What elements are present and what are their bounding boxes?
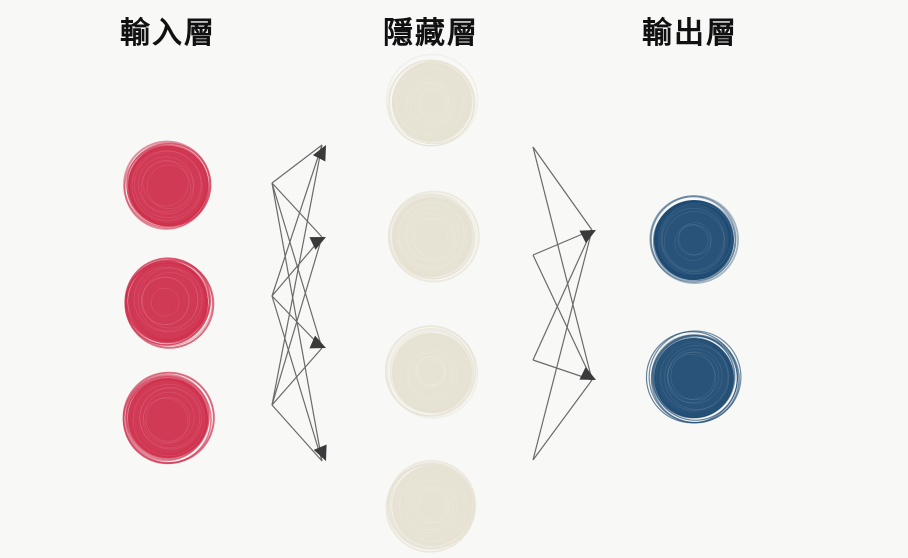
hidden-output-link-1-2	[532, 146, 593, 381]
input-node-2	[124, 257, 215, 349]
input-hidden-link-2-2	[271, 236, 323, 297]
hidden-output-arrowhead-1	[579, 230, 596, 244]
input-hidden-arrowhead-3	[309, 335, 326, 349]
hidden-output-link-2-2	[532, 254, 593, 381]
input-hidden-link-3-2	[271, 236, 323, 406]
hidden-output-link-1-1	[532, 146, 593, 231]
output-layer-title: 輸出層	[642, 16, 738, 51]
input-hidden-arrowhead-2	[309, 237, 326, 250]
input-hidden-link-2-1	[271, 144, 323, 297]
input-hidden-link-1-1	[271, 144, 323, 184]
input-hidden-link-2-4	[271, 295, 323, 462]
input-hidden-arrowhead-1	[312, 145, 326, 162]
hidden-output-link-4-1	[532, 229, 593, 461]
input-node-1	[123, 140, 212, 230]
hidden-output-link-4-2	[532, 379, 593, 461]
input-hidden-arrowhead-4	[313, 444, 327, 461]
output-node-2	[645, 330, 742, 424]
input-hidden-link-3-1	[271, 144, 323, 406]
hidden-output-link-3-1	[532, 229, 593, 361]
input-hidden-link-3-4	[271, 404, 323, 462]
input-node-3	[122, 371, 215, 465]
input-hidden-link-1-3	[271, 182, 323, 349]
hidden-node-4	[385, 459, 477, 553]
hidden-node-3	[384, 325, 479, 419]
input-layer-title: 輸入層	[120, 16, 216, 51]
neuron-nodes	[122, 53, 742, 553]
hidden-node-1	[385, 53, 479, 147]
hidden-layer-title: 隱藏層	[383, 16, 479, 51]
output-node-1	[649, 195, 739, 284]
hidden-output-arrowhead-2	[579, 367, 596, 380]
hidden-node-2	[387, 190, 480, 283]
input-hidden-link-1-2	[271, 182, 323, 238]
connection-lines	[271, 144, 596, 462]
input-hidden-link-3-3	[271, 347, 323, 406]
